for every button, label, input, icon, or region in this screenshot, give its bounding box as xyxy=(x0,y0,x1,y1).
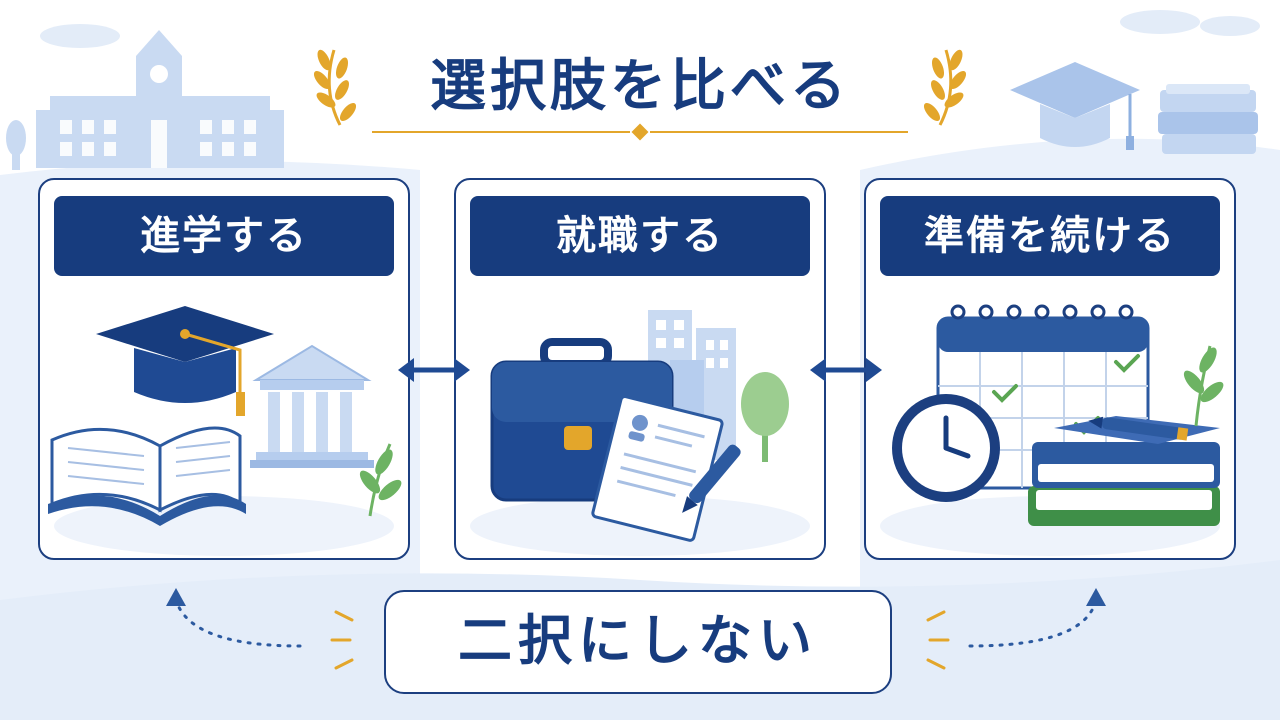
page-title: 選択肢を比べる xyxy=(430,54,850,119)
option-card-study[interactable]: 進学する xyxy=(38,178,410,560)
graduation-cap-decor-icon xyxy=(1010,62,1140,150)
option-card-prepare[interactable]: 準備を続ける xyxy=(864,178,1236,560)
briefcase-icon xyxy=(470,310,810,556)
option-label: 就職する xyxy=(470,196,810,276)
laurel-left-icon xyxy=(313,49,357,126)
book-stack-decor-icon xyxy=(1158,84,1258,154)
university-pillars-icon xyxy=(250,344,374,468)
option-label: 準備を続ける xyxy=(880,196,1220,276)
laurel-right-icon xyxy=(923,49,967,126)
double-arrow-icon xyxy=(398,358,470,382)
double-arrow-icon xyxy=(810,358,882,382)
graduation-cap-icon xyxy=(48,306,402,556)
footer-message: 二択にしない xyxy=(384,590,892,694)
calendar-icon xyxy=(880,304,1224,556)
option-label: 進学する xyxy=(54,196,394,276)
option-card-work[interactable]: 就職する xyxy=(454,178,826,560)
